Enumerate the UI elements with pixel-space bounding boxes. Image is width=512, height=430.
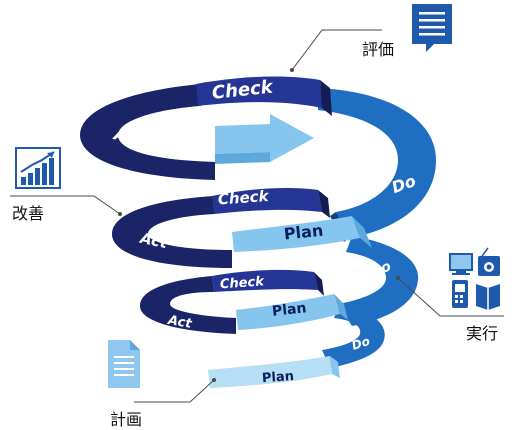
callout-improvement: 改善 xyxy=(12,204,45,223)
leader-improvement-dot xyxy=(118,212,122,216)
check-segment-middle-shade xyxy=(318,190,330,218)
callout-execution: 実行 xyxy=(466,324,499,343)
document-icon xyxy=(108,340,140,388)
act-label-middle: Act xyxy=(138,229,170,253)
act-segment-middle xyxy=(112,196,232,268)
leader-execution-dot xyxy=(396,276,400,280)
rising-bar-chart-icon xyxy=(15,147,61,189)
leader-evaluation xyxy=(291,29,382,71)
act-segment-top xyxy=(80,84,215,180)
check-segment-top xyxy=(196,76,322,108)
do-segment-top xyxy=(318,88,436,238)
plan-segment-bottom-edge xyxy=(330,356,340,378)
leader-improvement xyxy=(10,195,121,215)
check-label-middle: Check xyxy=(217,187,270,209)
speech-bubble-document-icon xyxy=(412,4,452,52)
plan-segment-bottom xyxy=(208,356,332,388)
do-segment-middle xyxy=(338,236,419,326)
do-label-middle: Do xyxy=(368,258,394,281)
act-segment-lower xyxy=(140,276,236,334)
do-label-lower: Do xyxy=(350,334,372,353)
callout-evaluation: 評価 xyxy=(362,40,395,59)
leader-planning xyxy=(134,379,215,403)
plan-segment-middle-shade xyxy=(352,216,372,248)
plan-label-lower: Plan xyxy=(271,300,307,320)
plan-segment-middle xyxy=(232,216,360,252)
devices-icon xyxy=(449,247,500,310)
plan-segment-lower-shade xyxy=(334,294,348,320)
check-label-lower: Check xyxy=(219,274,265,292)
plan-label-bottom: Plan xyxy=(261,369,294,386)
do-segment-lower xyxy=(322,304,385,368)
callout-planning: 計画 xyxy=(110,410,143,429)
plan-label-middle: Plan xyxy=(283,221,324,244)
check-segment-lower-shade xyxy=(314,272,324,296)
act-label-lower: Act xyxy=(166,313,194,332)
leader-evaluation-dot xyxy=(290,68,294,72)
leader-execution xyxy=(397,277,504,317)
check-segment-top-shade xyxy=(320,80,332,116)
check-segment-middle xyxy=(212,188,322,214)
plan-arrow-top-side xyxy=(215,152,270,164)
plan-segment-lower xyxy=(236,294,340,330)
check-segment-lower xyxy=(212,269,318,292)
leader-planning-dot xyxy=(212,378,216,382)
plan-arrow-top xyxy=(215,114,314,162)
